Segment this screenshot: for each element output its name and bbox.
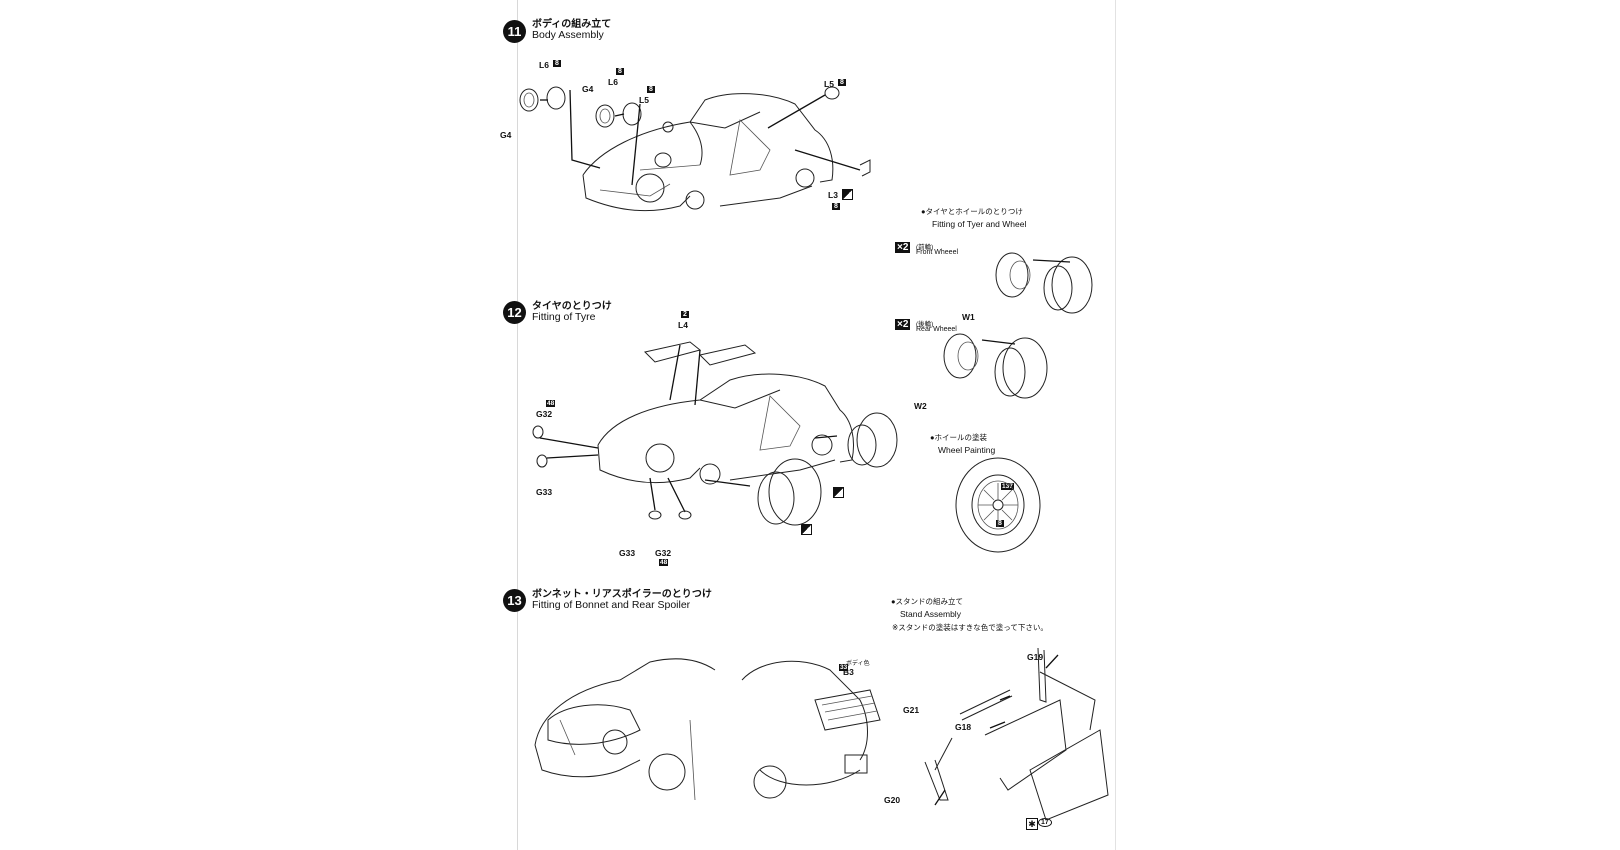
part-label-g21: G21 [903,705,920,715]
rear-wheel-jp: (後輪) [916,321,934,328]
part-label-l5: L5 [639,95,649,105]
step-13-number: 13 [503,589,526,612]
front-wheel-jp: (前輪) [916,244,934,251]
part-label-b3: B3 [843,667,854,677]
step-13-title-jp: ボンネット・リアスポイラーのとりつけ [532,589,712,600]
tyre-wheel-title-en: Fitting of Tyer and Wheel [932,219,1027,229]
paint-code-circle: 17 [1038,818,1052,827]
part-label-g4: G4 [500,130,512,140]
step-11-title-en: Body Assembly [532,29,604,41]
stand-paint-note: ※スタンドの塗装はすきな色で塗って下さい。 [892,623,1048,632]
paint-code-badge: 8 [996,520,1004,527]
chrome-paint-icon [842,189,853,200]
part-label-g20: G20 [884,795,901,805]
step-11-car-body [582,93,834,212]
part-label-l5: L5 [824,79,834,89]
paint-code-badge: 33 [839,664,849,671]
part-label-w2: W2 [914,401,927,411]
front-wheel-qty: ×2 [895,242,911,253]
part-label-g18: G18 [955,722,972,732]
stand-assembly [924,647,1109,821]
chrome-paint-icon [801,524,812,535]
step-13-car-rear [741,660,881,799]
paint-code-badge: 2 [681,311,689,318]
chrome-paint-icon [833,487,844,498]
part-label-l3: L3 [828,190,838,200]
part-label-l4: L4 [678,320,688,330]
front-wheel-assembly [995,252,1093,314]
front-wheel-en: Front Wheeel [916,249,959,256]
step-12-number: 12 [503,301,526,324]
part-label-g33: G33 [536,487,553,497]
step-13-title-en: Fitting of Bonnet and Rear Spoiler [532,599,691,611]
part-label-g4: G4 [582,84,594,94]
part-label-l6: L6 [608,77,618,87]
stand-title-en: Stand Assembly [900,609,961,619]
paint-code-badge: 8 [832,203,840,210]
step-12-title-jp: タイヤのとりつけ [532,301,612,312]
part-label-g32: G32 [655,548,672,558]
rear-wheel-en: Rear Wheeel [916,326,957,333]
paint-code-badge: 48 [659,559,669,566]
tyre-wheel-title-jp: ●タイヤとホイールのとりつけ [921,207,1023,216]
paint-code-badge: 8 [838,79,846,86]
paint-code-badge: 8 [647,86,655,93]
paint-code-badge: 8 [553,60,561,67]
tyres [757,412,898,526]
part-label-w1: W1 [962,312,975,322]
wheel-painting-en: Wheel Painting [938,445,996,455]
paint-code-badge: 48 [546,400,556,407]
part-label-g33: G33 [619,548,636,558]
tamiya-star-icon: ✱ [1026,818,1038,830]
step-12-car-body [597,341,854,485]
wheel-painting-jp: ●ホイールの塗装 [930,433,988,442]
paint-code-badge: 137 [1001,483,1014,490]
part-label-g32: G32 [536,409,553,419]
rear-wheel-qty: ×2 [895,319,911,330]
part-label-g19: G19 [1027,652,1044,662]
wheel-painting-illustration [955,457,1041,553]
step-12-title-en: Fitting of Tyre [532,311,596,323]
step-13-car-front [534,658,716,801]
rear-wheel-assembly [943,333,1048,399]
stand-title-jp: ●スタンドの組み立て [891,597,964,606]
body-color-note: ボディ色 [846,661,870,667]
step-11-number: 11 [503,20,526,43]
step-11-title-jp: ボディの組み立て [532,19,612,30]
part-label-l6: L6 [539,60,549,70]
paint-code-badge: 8 [616,68,624,75]
